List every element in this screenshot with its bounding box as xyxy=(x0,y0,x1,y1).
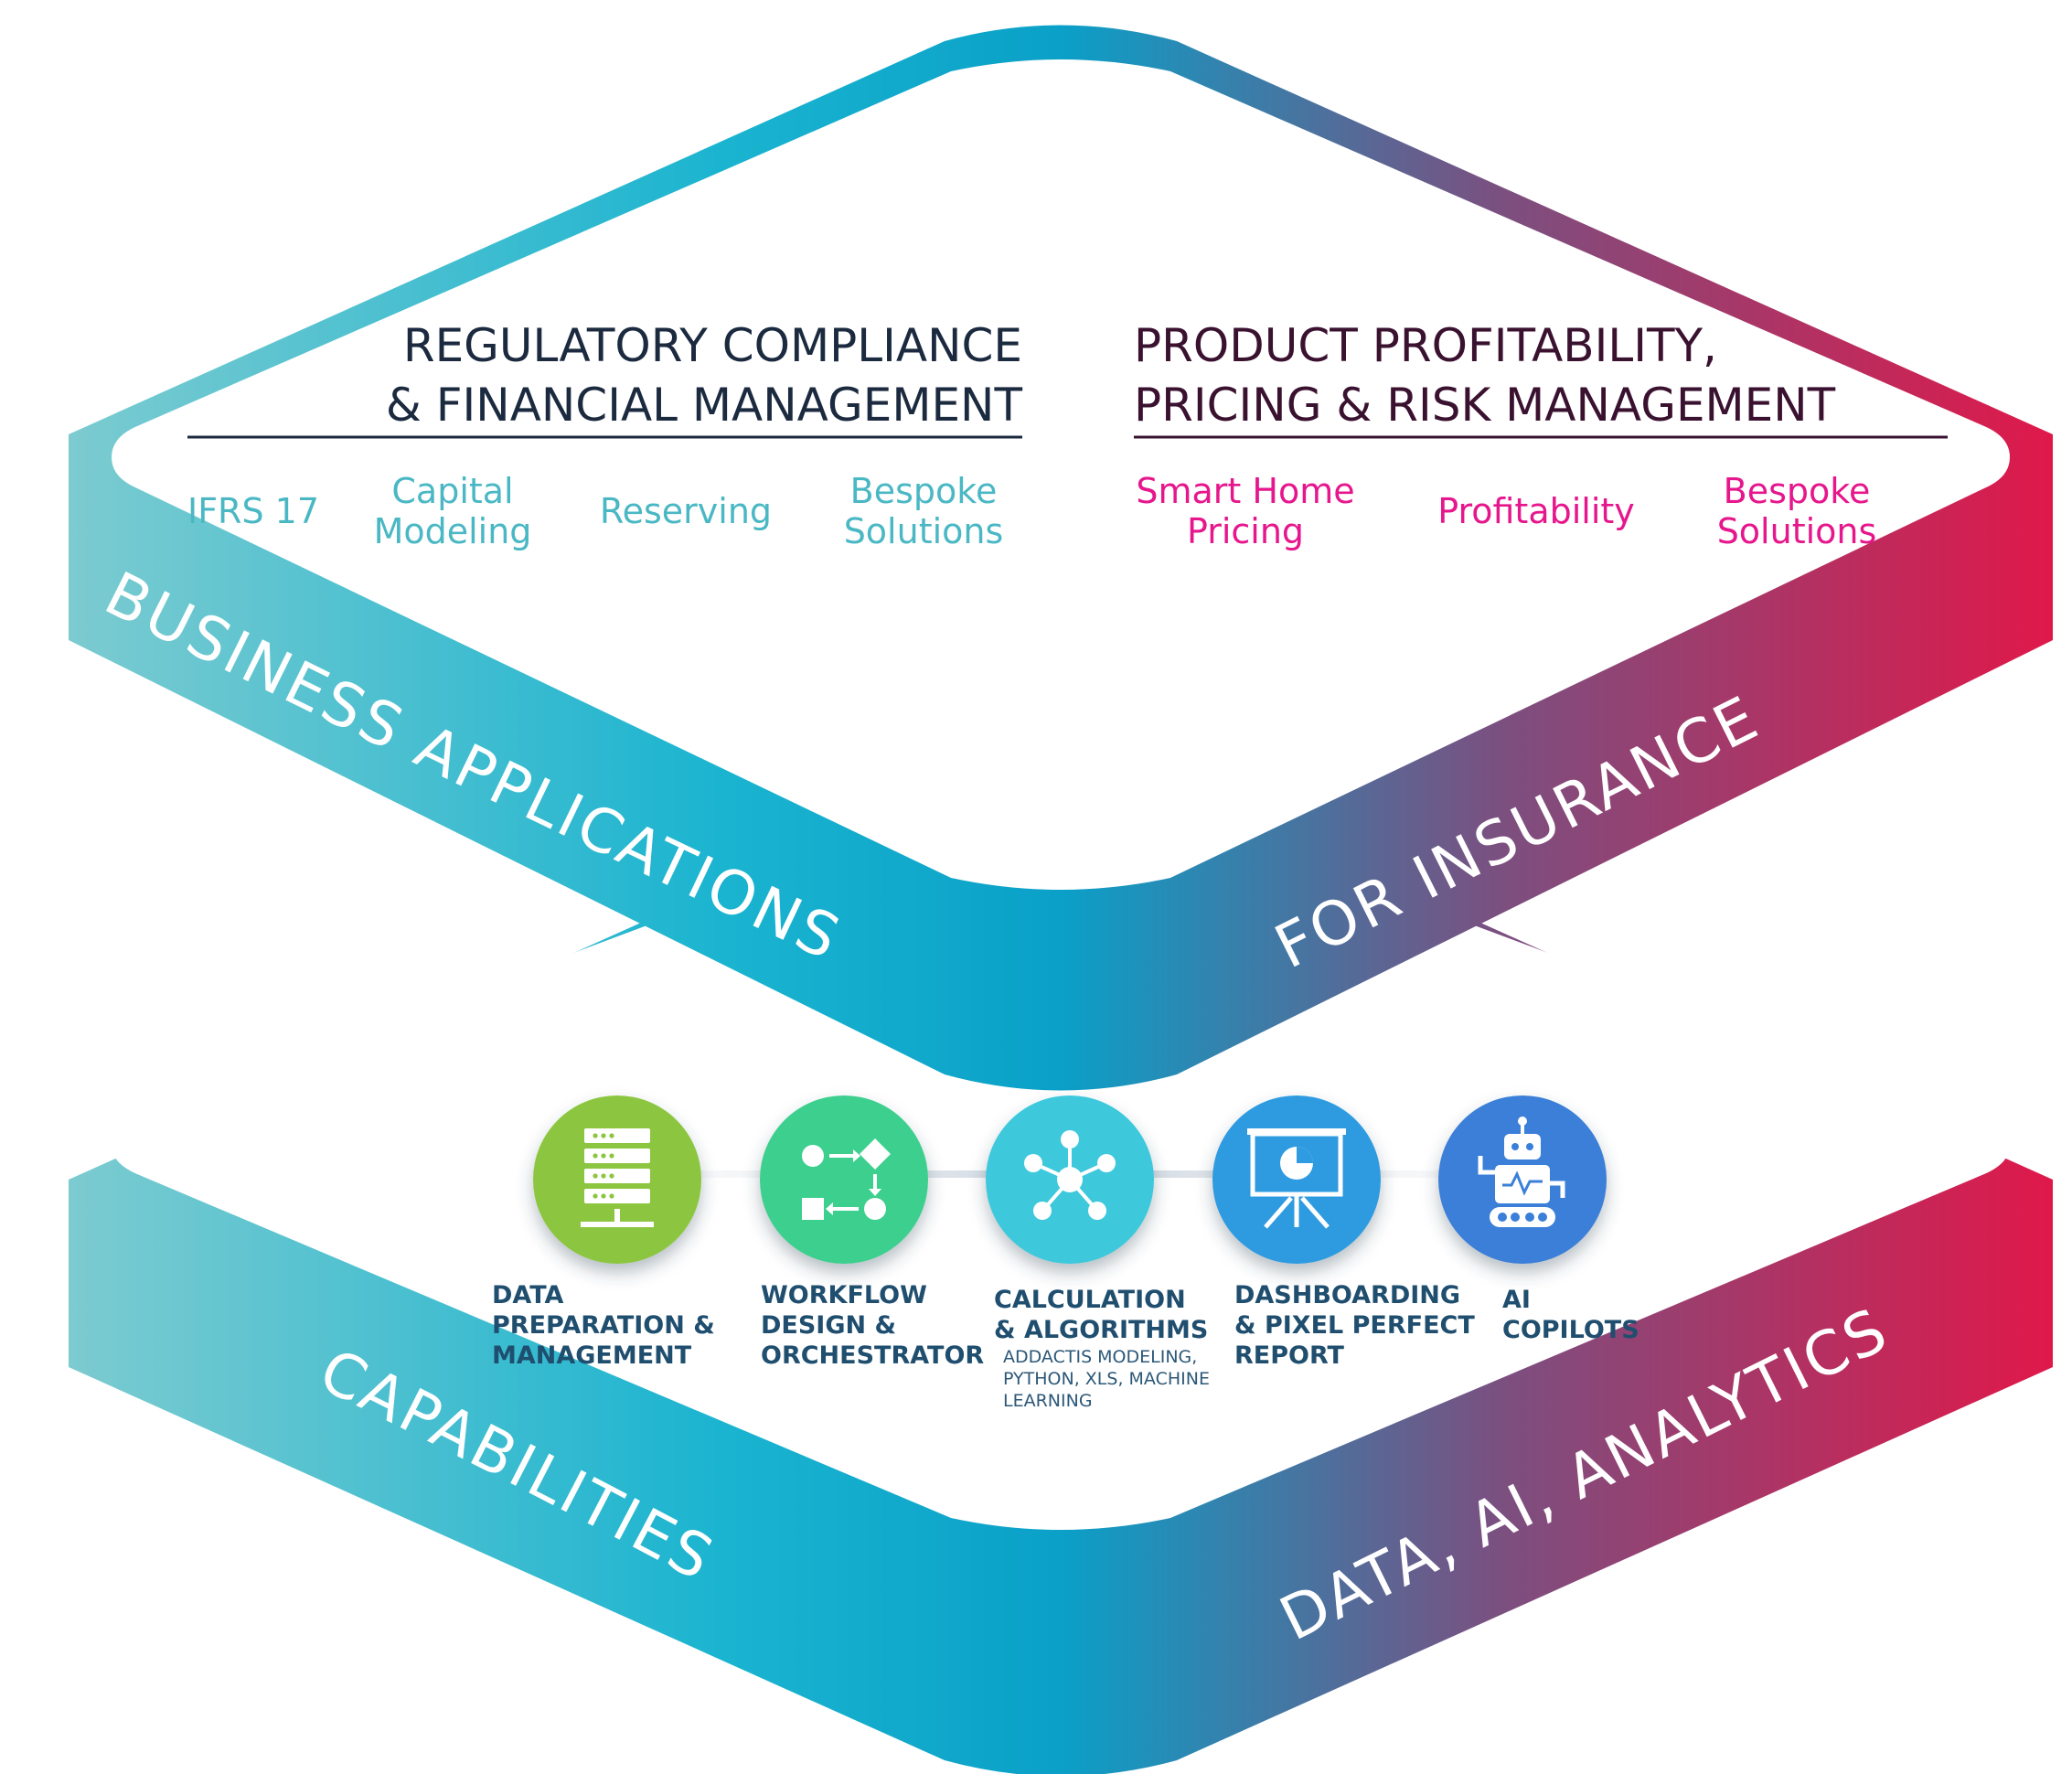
profitability-item-1-line-2: Pricing xyxy=(1187,511,1304,551)
applications-surface xyxy=(112,59,2010,890)
capability-circle xyxy=(760,1095,928,1264)
profitability-item-3-line-2: Solutions xyxy=(1717,511,1877,551)
capability-3: CALCULATION& ALGORITHMS ADDACTIS MODELING… xyxy=(986,1095,1210,1411)
profitability-heading-line-2: PRICING & RISK MANAGEMENT xyxy=(1134,379,1836,432)
presentation-chart-icon xyxy=(1247,1128,1346,1229)
capability-title-line: WORKFLOW xyxy=(761,1281,927,1309)
applications-layer xyxy=(69,25,2053,1091)
capability-subtitle-line: PYTHON, XLS, MACHINE xyxy=(1003,1369,1210,1389)
robot-icon xyxy=(1478,1117,1565,1227)
regulatory-item-2-line-1: Capital xyxy=(391,471,513,511)
regulatory-item-4-line-2: Solutions xyxy=(844,511,1004,551)
regulatory-heading-line-2: & FINANCIAL MANAGEMENT xyxy=(386,379,1023,432)
workflow-icon xyxy=(802,1138,891,1220)
regulatory-item-4-line-1: Bespoke xyxy=(850,471,998,511)
capability-title-line: CALCULATION xyxy=(994,1286,1186,1314)
network-nodes-icon xyxy=(1024,1130,1116,1220)
capability-title-line: COPILOTS xyxy=(1502,1316,1639,1344)
regulatory-heading-line-1: REGULATORY COMPLIANCE xyxy=(403,319,1022,372)
profitability-item-2: Profitability xyxy=(1437,491,1635,531)
regulatory-item-1: IFRS 17 xyxy=(187,491,319,531)
capability-title-line: AI xyxy=(1502,1286,1531,1314)
capability-title-line: DASHBOARDING xyxy=(1234,1281,1460,1309)
profitability-section: PRODUCT PROFITABILITY, PRICING & RISK MA… xyxy=(1134,319,1948,551)
capability-title-line: & PIXEL PERFECT xyxy=(1234,1311,1475,1340)
profitability-heading-line-1: PRODUCT PROFITABILITY, xyxy=(1134,319,1717,372)
capability-title-line: REPORT xyxy=(1234,1341,1345,1370)
regulatory-item-2-line-2: Modeling xyxy=(374,511,532,551)
capability-title-line: DATA xyxy=(492,1281,564,1309)
regulatory-section: REGULATORY COMPLIANCE & FINANCIAL MANAGE… xyxy=(187,319,1022,551)
regulatory-item-3: Reserving xyxy=(600,491,772,531)
capability-subtitle-line: ADDACTIS MODELING, xyxy=(1003,1347,1197,1367)
capability-title-line: ORCHESTRATOR xyxy=(761,1341,984,1370)
capability-title-line: PREPARATION & xyxy=(492,1311,715,1340)
capability-title-line: MANAGEMENT xyxy=(492,1341,692,1370)
capability-title-line: & ALGORITHMS xyxy=(994,1316,1208,1344)
capability-title-line: DESIGN & xyxy=(761,1311,896,1340)
profitability-item-1-line-1: Smart Home xyxy=(1136,471,1354,511)
capability-subtitle-line: LEARNING xyxy=(1003,1391,1093,1411)
server-stack-icon xyxy=(581,1128,654,1227)
profitability-item-3-line-1: Bespoke xyxy=(1724,471,1871,511)
